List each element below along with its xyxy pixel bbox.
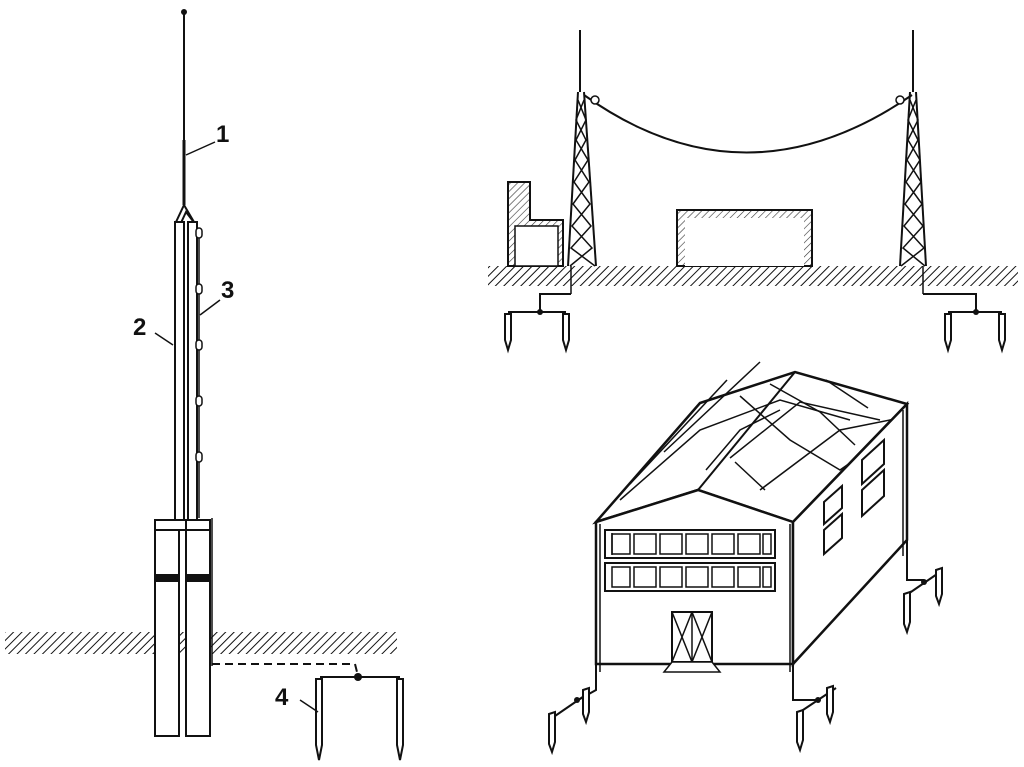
- side-building: [507, 181, 564, 267]
- support-mast: [174, 221, 198, 523]
- front-windows: [604, 529, 776, 592]
- label-ground-electrode: 4: [275, 684, 289, 711]
- side-windows: [823, 437, 885, 557]
- ground-electrode-tr-left: [504, 293, 571, 354]
- ground-electrode-tr-right: [923, 293, 1006, 354]
- label-lightning-rod: 1: [216, 121, 229, 148]
- ground-electrode-bldg-back: [903, 540, 943, 636]
- standalone-lightning-rod: 1 2 3 4: [5, 9, 404, 761]
- tower-left: [567, 30, 597, 294]
- building-door: [662, 611, 722, 673]
- mast-foundation: [154, 519, 211, 737]
- ground-electrode-left: [315, 673, 404, 761]
- building-mesh-protection: [548, 361, 943, 756]
- ground-electrode-bldg-right: [792, 664, 837, 754]
- ground-top-right: [488, 266, 1018, 286]
- label-down-conductor: 3: [221, 277, 234, 304]
- catenary-wire-protection: [488, 30, 1018, 354]
- ground-electrode-bldg-left: [548, 664, 597, 756]
- label-support-mast: 2: [133, 314, 146, 341]
- tower-right: [899, 30, 927, 294]
- catenary-cable: [583, 94, 913, 154]
- buried-conductor: [212, 663, 359, 677]
- down-conductor: [195, 227, 213, 666]
- air-terminal: [181, 9, 187, 205]
